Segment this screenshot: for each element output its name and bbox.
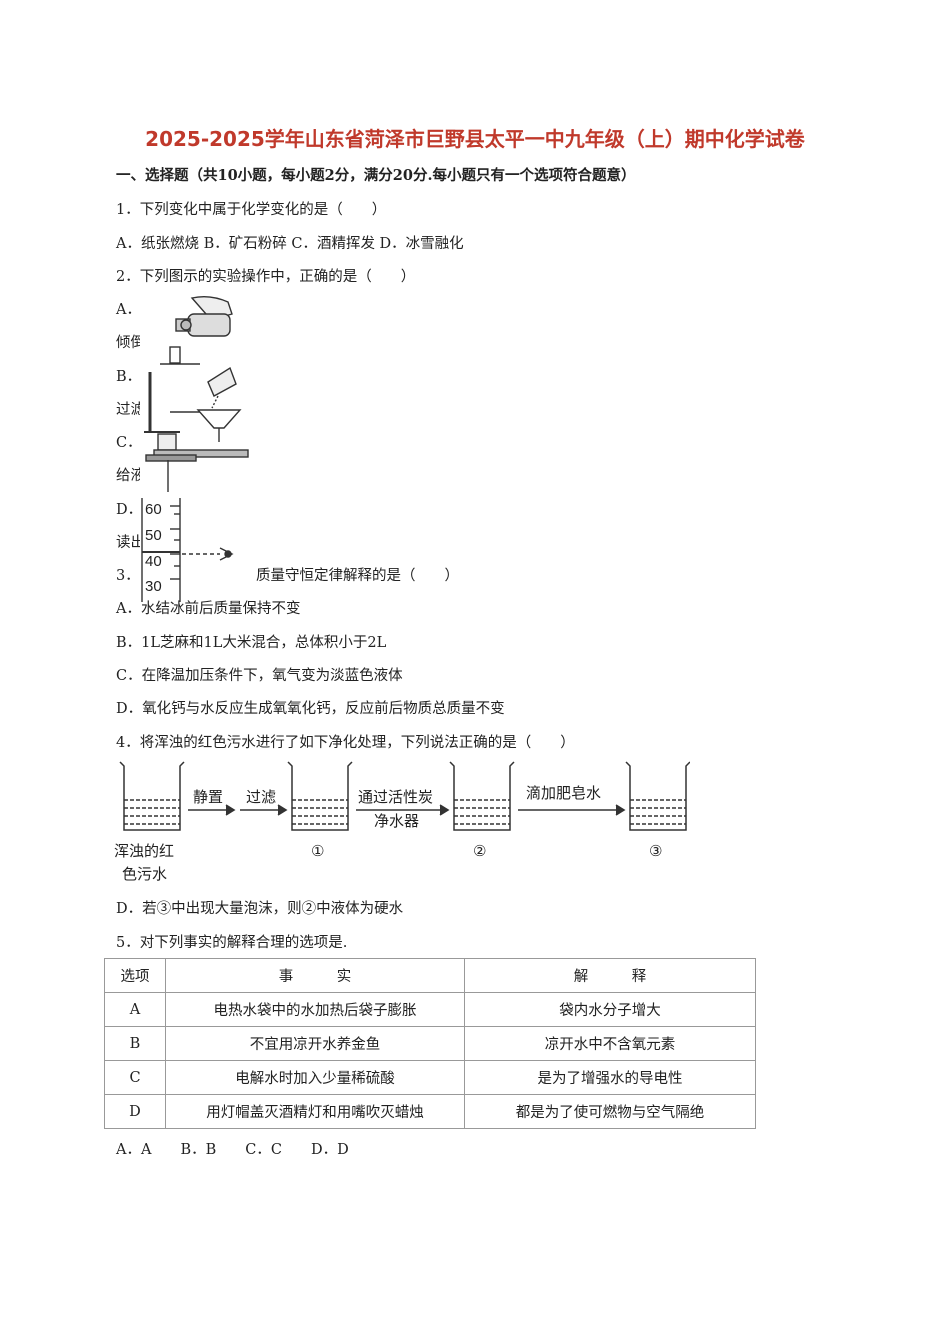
scale-tick-40: 40 <box>145 553 162 570</box>
header-option: 选项 <box>104 958 166 993</box>
water-purification-flow: 静置 过滤 通过活性炭 净水器 滴加肥皂水 浑浊的红 色污水 ① ② ③ <box>114 761 690 883</box>
q1-stem: 1．下列变化中属于化学变化的是（ ） <box>116 202 387 218</box>
row-option: C <box>104 1060 166 1095</box>
start-label-2: 色污水 <box>122 865 167 883</box>
page-title: 2025-2025学年山东省菏泽市巨野县太平一中九年级（上）期中化学试卷 <box>145 127 805 151</box>
q2-option-b-label: B． <box>116 369 142 385</box>
table-row: D 用灯帽盖灭酒精灯和用嘴吹灭蜡烛 都是为了使可燃物与空气隔绝 <box>104 1094 756 1129</box>
row-explanation: 凉开水中不含氧元素 <box>464 1026 756 1061</box>
beaker-start <box>119 761 185 831</box>
q5-answer-options: A．A B．B C．C D．D <box>116 1142 349 1158</box>
heating-illustration <box>145 433 249 492</box>
row-fact: 电热水袋中的水加热后袋子膨胀 <box>165 992 465 1027</box>
step-settle: 静置 <box>193 788 223 806</box>
q2-option-d-label: D． <box>116 502 143 518</box>
table-row: B 不宜用凉开水养金鱼 凉开水中不含氧元素 <box>104 1026 756 1061</box>
row-option: D <box>104 1094 166 1129</box>
table-row: C 电解水时加入少量稀硫酸 是为了增强水的导电性 <box>104 1060 756 1095</box>
q3-option-d: D．氧化钙与水反应生成氧氧化钙，反应前后物质总质量不变 <box>116 701 505 717</box>
table-row: A 电热水袋中的水加热后袋子膨胀 袋内水分子增大 <box>104 992 756 1027</box>
row-explanation: 是为了增强水的导电性 <box>464 1060 756 1095</box>
q3-option-c: C．在降温加压条件下，氧气变为淡蓝色液体 <box>116 668 403 684</box>
start-label-1: 浑浊的红 <box>114 842 174 860</box>
q4-option-d: D．若③中出现大量泡沫，则②中液体为硬水 <box>116 901 404 917</box>
scale-tick-50: 50 <box>145 527 162 544</box>
row-option: B <box>104 1026 166 1061</box>
q2-option-a-text: 倾倒 <box>116 335 145 351</box>
beaker-3 <box>625 761 690 831</box>
beaker-2 <box>449 761 515 831</box>
step-soap: 滴加肥皂水 <box>526 784 601 802</box>
q2-stem: 2．下列图示的实验操作中，正确的是（ ） <box>116 269 416 285</box>
facts-table: 选项 事 实 解 释 A 电热水袋中的水加热后袋子膨胀 袋内水分子增大 B 不宜… <box>104 958 756 1129</box>
beaker-1 <box>287 761 353 831</box>
pouring-illustration <box>160 295 233 365</box>
q2-option-d-text: 读出 <box>116 535 145 551</box>
mark-3: ③ <box>649 842 662 860</box>
scale-tick-30: 30 <box>145 578 162 595</box>
q2-option-c-label: C． <box>116 435 142 451</box>
row-explanation: 袋内水分子增大 <box>464 992 756 1027</box>
graduated-cylinder-illustration <box>141 498 234 602</box>
q4-stem: 4．将浑浊的红色污水进行了如下净化处理，下列说法正确的是（ ） <box>116 735 575 751</box>
q2-option-a-label: A． <box>116 302 141 318</box>
section-heading: 一、选择题（共10小题，每小题2分，满分20分.每小题只有一个选项符合题意） <box>116 167 636 184</box>
q3-option-b: B．1L芝麻和1L大米混合，总体积小于2L <box>116 635 387 651</box>
row-explanation: 都是为了使可燃物与空气隔绝 <box>464 1094 756 1129</box>
mark-2: ② <box>473 842 486 860</box>
q1-options: A．纸张燃烧 B．矿石粉碎 C．酒精挥发 D．冰雪融化 <box>116 236 464 252</box>
filtration-illustration <box>144 366 242 442</box>
mark-1: ① <box>311 842 324 860</box>
row-fact: 电解水时加入少量稀硫酸 <box>165 1060 465 1095</box>
step-filter: 过滤 <box>246 788 276 806</box>
step-carbon-2: 净水器 <box>374 812 419 830</box>
scale-tick-60: 60 <box>145 501 162 518</box>
q3-stem-prefix: 3． <box>116 568 140 584</box>
q2-option-b-text: 过滤 <box>116 402 145 418</box>
q5-stem: 5．对下列事实的解释合理的选项是. <box>116 935 348 951</box>
header-fact: 事 实 <box>165 958 465 993</box>
table-header-row: 选项 事 实 解 释 <box>104 958 756 993</box>
q2-option-c-text: 给液 <box>116 468 145 484</box>
q3-option-a: A．水结冰前后质量保持不变 <box>116 601 301 617</box>
lab-operations-figure: 60 50 40 30 <box>140 292 255 602</box>
row-fact: 用灯帽盖灭酒精灯和用嘴吹灭蜡烛 <box>165 1094 465 1129</box>
q3-stem: 质量守恒定律解释的是（ ） <box>256 568 459 584</box>
flow-arrows <box>188 804 626 816</box>
row-fact: 不宜用凉开水养金鱼 <box>165 1026 465 1061</box>
header-explanation: 解 释 <box>464 958 756 993</box>
step-carbon-1: 通过活性炭 <box>358 788 433 806</box>
row-option: A <box>104 992 166 1027</box>
